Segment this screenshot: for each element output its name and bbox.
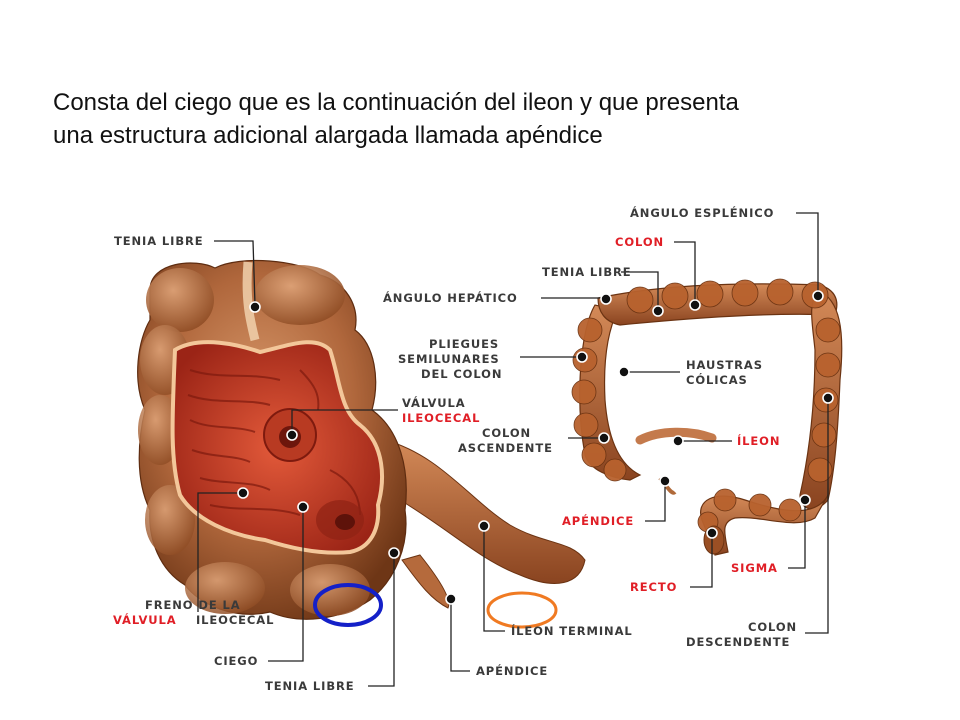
leader-lines (197, 212, 829, 687)
label-colon-desc-1: COLON (748, 620, 797, 634)
label-angulo-esplenico: ÁNGULO ESPLÉNICO (630, 205, 774, 220)
blue-highlight-ellipse (313, 583, 383, 627)
orange-highlight-ellipse (486, 591, 558, 629)
label-colon-desc-2: DESCENDENTE (686, 635, 790, 649)
label-ileocecal: ILEOCECAL (402, 411, 480, 425)
label-sigma: SIGMA (731, 561, 778, 575)
label-apendice-right: APÉNDICE (562, 513, 634, 528)
label-freno-valvula: VÁLVULA (113, 612, 177, 627)
label-tenia-libre-top: TENIA LIBRE (114, 234, 204, 248)
label-tenia-libre-right: TENIA LIBRE (542, 265, 632, 279)
label-haustras-2: CÓLICAS (686, 372, 748, 387)
labels: TENIA LIBRE VÁLVULA ILEOCECAL FRENO DE L… (113, 205, 797, 693)
label-haustras-1: HAUSTRAS (686, 358, 763, 372)
label-freno-ileocecal: ILEOCECAL (196, 613, 274, 627)
label-colon: COLON (615, 235, 664, 249)
label-recto: RECTO (630, 580, 677, 594)
caption-line-1: Consta del ciego que es la continuación … (53, 89, 739, 116)
label-angulo-hepatico: ÁNGULO HEPÁTICO (383, 290, 518, 305)
label-freno-de-la: FRENO DE LA (145, 598, 241, 612)
label-apendice-bottom: APÉNDICE (476, 663, 548, 678)
label-pliegues-3: DEL COLON (421, 367, 502, 381)
caption: Consta del ciego que es la continuación … (53, 86, 933, 152)
label-colon-asc-1: COLON (482, 426, 531, 440)
label-pliegues-2: SEMILUNARES (398, 352, 500, 366)
pointer-dots (237, 290, 834, 605)
label-tenia-libre-bottom: TENIA LIBRE (265, 679, 355, 693)
label-valvula: VÁLVULA (402, 395, 466, 410)
label-ileon: ÍLEON (737, 433, 780, 448)
label-pliegues-1: PLIEGUES (429, 337, 499, 351)
label-ciego: CIEGO (214, 654, 258, 668)
caption-line-2: una estructura adicional alargada llamad… (53, 122, 603, 149)
label-colon-asc-2: ASCENDENTE (458, 441, 553, 455)
label-ileon-terminal: ÍLEON TERMINAL (511, 623, 633, 638)
